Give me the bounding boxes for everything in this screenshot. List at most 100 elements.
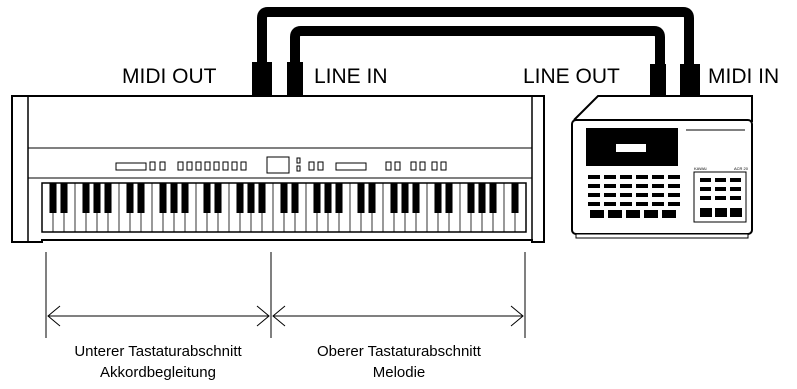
- panel-display: [266, 156, 290, 174]
- black-key: [434, 183, 442, 213]
- plug-midi-out: [252, 62, 272, 98]
- accompaniment-device: KAWAI ACR 20: [571, 95, 753, 239]
- black-key: [511, 183, 519, 213]
- piano-keyboard: [41, 182, 527, 233]
- black-key: [368, 183, 376, 213]
- device-button: [636, 184, 648, 188]
- black-key: [203, 183, 211, 213]
- black-key: [137, 183, 145, 213]
- black-key: [159, 183, 167, 213]
- device-base: [575, 233, 749, 239]
- black-key: [280, 183, 288, 213]
- black-key: [49, 183, 57, 213]
- device-transport-button: [644, 210, 658, 218]
- device-right-panel: [693, 171, 747, 223]
- device-panel-button: [730, 187, 741, 191]
- device-panel-button: [700, 196, 711, 200]
- black-key: [445, 183, 453, 213]
- black-key: [82, 183, 90, 213]
- device-button: [636, 202, 648, 206]
- device-panel-button: [715, 196, 726, 200]
- device-button: [588, 175, 600, 179]
- device-button: [652, 202, 664, 206]
- plug-line-out: [650, 64, 666, 98]
- device-button: [604, 193, 616, 197]
- device-button: [588, 202, 600, 206]
- black-key: [489, 183, 497, 213]
- black-key: [181, 183, 189, 213]
- black-key: [390, 183, 398, 213]
- device-transport-button: [662, 210, 676, 218]
- midi-out-label: MIDI OUT: [122, 65, 217, 88]
- black-key: [258, 183, 266, 213]
- upper-section-caption: Oberer Tastaturabschnitt Melodie: [284, 341, 514, 383]
- cable-outer: [257, 7, 694, 64]
- device-button: [668, 193, 680, 197]
- device-button: [620, 175, 632, 179]
- device-button: [620, 202, 632, 206]
- device-button: [604, 184, 616, 188]
- lower-section-role: Akkordbegleitung: [100, 364, 216, 381]
- section-markers: [45, 252, 526, 338]
- device-panel-key: [730, 208, 742, 217]
- device-lcd: [616, 144, 646, 152]
- device-panel-key: [700, 208, 712, 217]
- device-button: [636, 193, 648, 197]
- black-key: [214, 183, 222, 213]
- device-panel-button: [700, 178, 711, 182]
- black-key: [170, 183, 178, 213]
- device-button: [652, 193, 664, 197]
- upper-section-name: Oberer Tastaturabschnitt: [317, 343, 481, 360]
- black-key: [60, 183, 68, 213]
- device-button: [588, 184, 600, 188]
- device-model: ACR 20: [734, 166, 749, 171]
- device-panel-key: [715, 208, 727, 217]
- device-transport-button: [626, 210, 640, 218]
- black-key: [247, 183, 255, 213]
- device-button: [588, 193, 600, 197]
- device-button: [668, 184, 680, 188]
- device-panel-button: [730, 196, 741, 200]
- device-panel-button: [715, 187, 726, 191]
- black-key: [357, 183, 365, 213]
- black-key: [401, 183, 409, 213]
- device-panel-button: [700, 187, 711, 191]
- black-key: [126, 183, 134, 213]
- line-out-label: LINE OUT: [523, 65, 620, 88]
- device-panel-button: [715, 178, 726, 182]
- cable-inner: [290, 26, 665, 64]
- lower-section-caption: Unterer Tastaturabschnitt Akkordbegleitu…: [42, 341, 274, 383]
- black-key: [324, 183, 332, 213]
- line-in-label: LINE IN: [314, 65, 388, 88]
- device-panel-button: [730, 178, 741, 182]
- black-key: [236, 183, 244, 213]
- midi-in-label: MIDI IN: [708, 65, 780, 88]
- black-key: [291, 183, 299, 213]
- panel-slider-2: [335, 162, 367, 171]
- black-key: [93, 183, 101, 213]
- connector-plugs: [252, 62, 700, 98]
- lower-section-name: Unterer Tastaturabschnitt: [74, 343, 242, 360]
- device-button: [620, 184, 632, 188]
- black-key: [104, 183, 112, 213]
- device-brand: KAWAI: [694, 166, 707, 171]
- black-key: [412, 183, 420, 213]
- device-transport-button: [608, 210, 622, 218]
- device-top-face: [573, 95, 753, 122]
- upper-section-role: Melodie: [372, 364, 426, 381]
- device-buttons: [588, 175, 742, 218]
- black-key: [467, 183, 475, 213]
- device-transport-button: [590, 210, 604, 218]
- piano-control-panel: [115, 156, 447, 174]
- device-button: [636, 175, 648, 179]
- plug-midi-in: [680, 64, 700, 98]
- panel-slider: [115, 162, 147, 171]
- black-key: [335, 183, 343, 213]
- device-button: [652, 184, 664, 188]
- plug-line-in: [287, 62, 303, 98]
- device-button: [604, 175, 616, 179]
- device-button: [620, 193, 632, 197]
- device-button: [668, 175, 680, 179]
- device-button: [668, 202, 680, 206]
